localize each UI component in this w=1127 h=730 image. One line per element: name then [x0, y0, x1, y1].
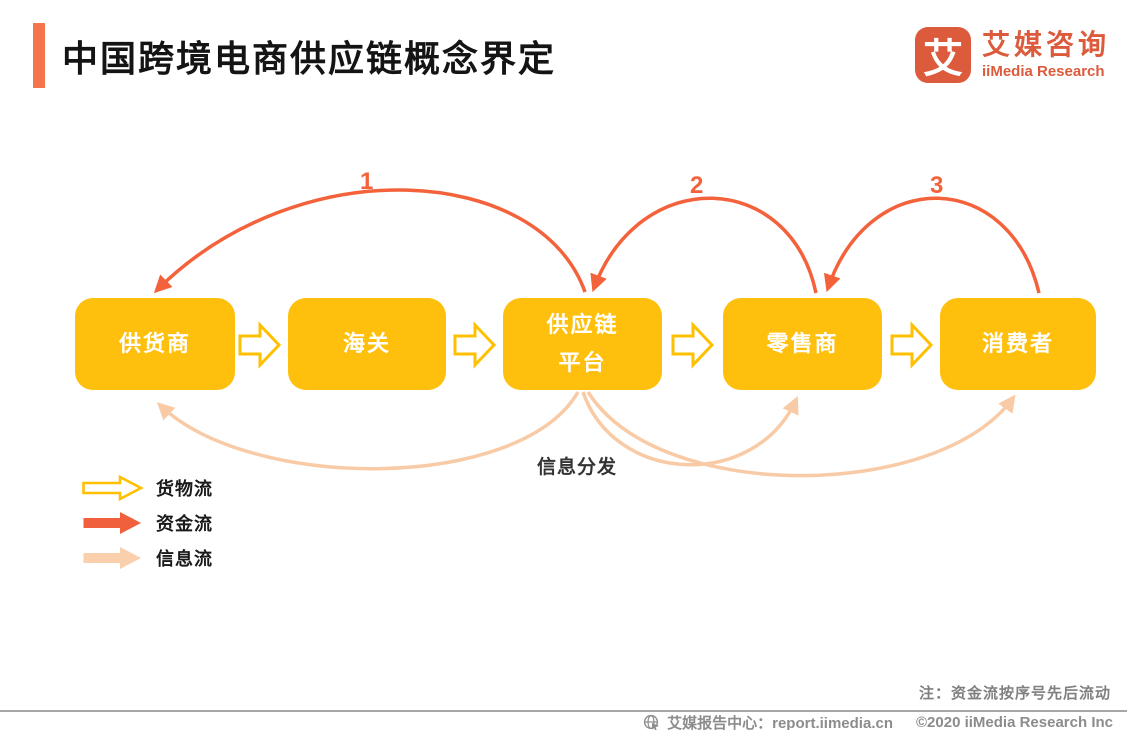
- info-flow-legend-arrow-icon: [83, 546, 141, 569]
- footnote: 注：资金流按序号先后流动: [918, 685, 1111, 702]
- node-label-line2: 平台: [558, 350, 607, 375]
- footer-copyright: ©2020 iiMedia Research Inc: [916, 714, 1113, 730]
- goods-flow-legend-arrow-icon: [82, 474, 144, 501]
- legend: 货物流 资金流 信息流: [82, 470, 213, 575]
- legend-label: 货物流: [156, 478, 213, 499]
- info-distribution-label: 信息分发: [537, 457, 618, 478]
- capital-flow-sequence-1: 1: [360, 168, 374, 195]
- capital-flow-sequence-2: 2: [690, 172, 704, 199]
- info-flow-arc-to-supplier: [156, 391, 580, 471]
- legend-label: 信息流: [156, 548, 213, 569]
- node-customs: 海关: [288, 298, 446, 390]
- globe-cursor-icon: [644, 714, 660, 730]
- capital-flow-legend-arrow-icon: [83, 511, 141, 534]
- iimedia-logo: 艾 艾媒咨询 iiMedia Research: [914, 27, 1110, 83]
- goods-flow-arrow-1-icon: [238, 321, 282, 369]
- node-label-line1: 供应链: [546, 311, 619, 337]
- iimedia-logo-mark-icon: 艾: [914, 27, 971, 83]
- node-label: 零售商: [766, 330, 839, 356]
- legend-item-capital-flow: 资金流: [82, 505, 213, 540]
- capital-flow-arc-2: [590, 196, 818, 294]
- node-supply-chain-platform: 供应链 平台: [503, 298, 662, 390]
- capital-flow-arc-3: [823, 196, 1041, 294]
- logo-cn-name: 艾媒咨询: [981, 29, 1110, 61]
- footer-divider: [0, 710, 1127, 712]
- footer: 艾媒报告中心：report.iimedia.cn ©2020 iiMedia R…: [643, 712, 1113, 730]
- info-flow-arc-to-consumer: [586, 391, 1016, 478]
- footer-report-center: 艾媒报告中心：report.iimedia.cn: [667, 715, 893, 730]
- legend-item-info-flow: 信息流: [82, 540, 213, 575]
- goods-flow-arrow-3-icon: [671, 321, 715, 369]
- node-label: 海关: [342, 330, 391, 356]
- logo-en-name: iiMedia Research: [981, 62, 1105, 80]
- page-title: 中国跨境电商供应链概念界定: [62, 38, 557, 79]
- info-flow-arc-to-retailer: [581, 391, 799, 467]
- capital-flow-sequence-3: 3: [930, 172, 944, 199]
- goods-flow-arrow-4-icon: [890, 321, 934, 369]
- node-retailer: 零售商: [723, 298, 882, 390]
- iimedia-logo-text: 艾媒咨询 iiMedia Research: [981, 29, 1110, 80]
- legend-label: 资金流: [156, 513, 213, 534]
- node-label: 供货商: [118, 330, 191, 356]
- capital-flow-arc-1: [153, 188, 587, 294]
- title-accent-bar: [33, 23, 45, 88]
- node-supplier: 供货商: [75, 298, 235, 390]
- node-label: 消费者: [981, 330, 1054, 356]
- legend-item-goods-flow: 货物流: [82, 470, 213, 505]
- node-consumer: 消费者: [940, 298, 1096, 390]
- goods-flow-arrow-2-icon: [453, 321, 497, 369]
